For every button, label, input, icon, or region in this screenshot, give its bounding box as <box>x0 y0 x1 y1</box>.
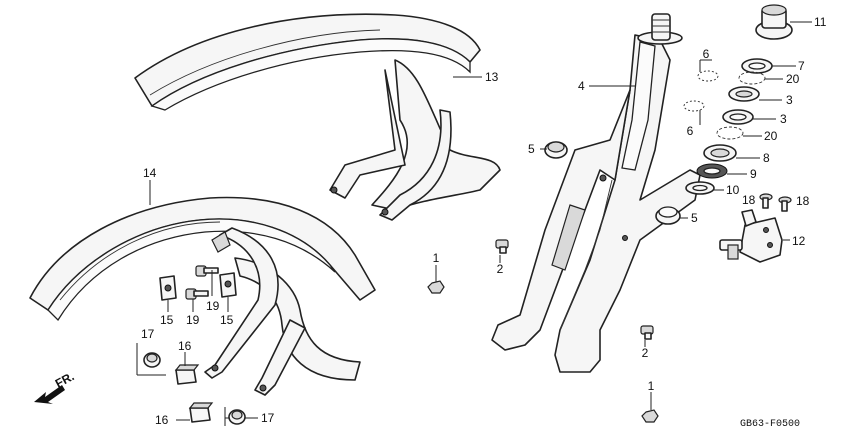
callout-15b: 15 <box>220 313 234 327</box>
bolt-2a <box>495 239 509 254</box>
steering-lock-12 <box>719 209 783 263</box>
callout-17a: 17 <box>141 327 155 341</box>
callout-8: 8 <box>763 151 770 165</box>
nut-1b <box>641 409 659 423</box>
dust-seal-9 <box>696 163 728 179</box>
screw-18b <box>778 196 792 212</box>
callout-16a: 16 <box>178 339 192 353</box>
callout-1b: 1 <box>648 379 655 393</box>
callout-16b: 16 <box>155 413 169 427</box>
callout-1a: 1 <box>433 251 440 265</box>
leader-lines <box>136 21 812 426</box>
callout-19b: 19 <box>206 299 220 313</box>
bolt-2b <box>640 325 654 340</box>
washer-7 <box>741 58 773 74</box>
race-8 <box>703 144 737 162</box>
collar-15a <box>159 275 177 301</box>
grommet-17b <box>228 409 246 425</box>
collar-15b <box>219 272 237 298</box>
part-code: GB63-F0500 <box>740 419 800 430</box>
callout-13: 13 <box>485 70 499 84</box>
plug-5a <box>544 141 568 159</box>
cone-race-3b <box>722 109 754 125</box>
callout-3a: 3 <box>786 93 793 107</box>
callout-15a: 15 <box>160 313 174 327</box>
callout-20b: 20 <box>764 129 778 143</box>
callout-2b: 2 <box>642 346 649 360</box>
callout-17b: 17 <box>261 411 275 425</box>
callout-7: 7 <box>798 59 805 73</box>
callout-6a: 6 <box>703 47 710 61</box>
screw-18a <box>759 193 773 209</box>
callout-3b: 3 <box>780 112 787 126</box>
callout-11: 11 <box>814 15 827 29</box>
steering-stem-4 <box>491 13 701 373</box>
callout-6b: 6 <box>687 124 694 138</box>
cone-race-3a <box>728 86 760 102</box>
nut-1a <box>427 280 445 294</box>
callout-14: 14 <box>143 166 157 180</box>
callout-9: 9 <box>750 167 757 181</box>
callout-10: 10 <box>726 183 740 197</box>
bolt-19b <box>185 288 209 300</box>
callout-2a: 2 <box>497 262 504 276</box>
callout-18b: 18 <box>796 194 810 208</box>
callout-numbers: 1 1 2 2 3 3 4 5 5 6 6 7 8 9 10 11 12 13 … <box>141 15 827 427</box>
callout-12: 12 <box>792 234 806 248</box>
front-direction-arrow: FR. <box>34 369 76 404</box>
steel-ball-6a <box>697 70 719 82</box>
callout-5b: 5 <box>691 211 698 225</box>
washer-10 <box>685 181 715 195</box>
stem-nut-11 <box>755 4 793 40</box>
nut-16a <box>174 364 200 385</box>
front-fender-14 <box>29 196 376 396</box>
rear-fender-13 <box>134 13 501 221</box>
callout-4: 4 <box>578 79 585 93</box>
callout-5a: 5 <box>528 142 535 156</box>
callout-18a: 18 <box>742 193 756 207</box>
bolt-19a <box>195 265 219 277</box>
ball-race-20a <box>738 71 766 85</box>
callout-19a: 19 <box>186 313 200 327</box>
plug-5b <box>655 206 681 225</box>
grommet-17a <box>143 352 161 368</box>
ball-race-20b <box>716 126 744 140</box>
callout-20a: 20 <box>786 72 800 86</box>
nut-16b <box>188 402 214 423</box>
direction-label: FR. <box>53 369 77 390</box>
steel-ball-6b <box>683 100 705 112</box>
